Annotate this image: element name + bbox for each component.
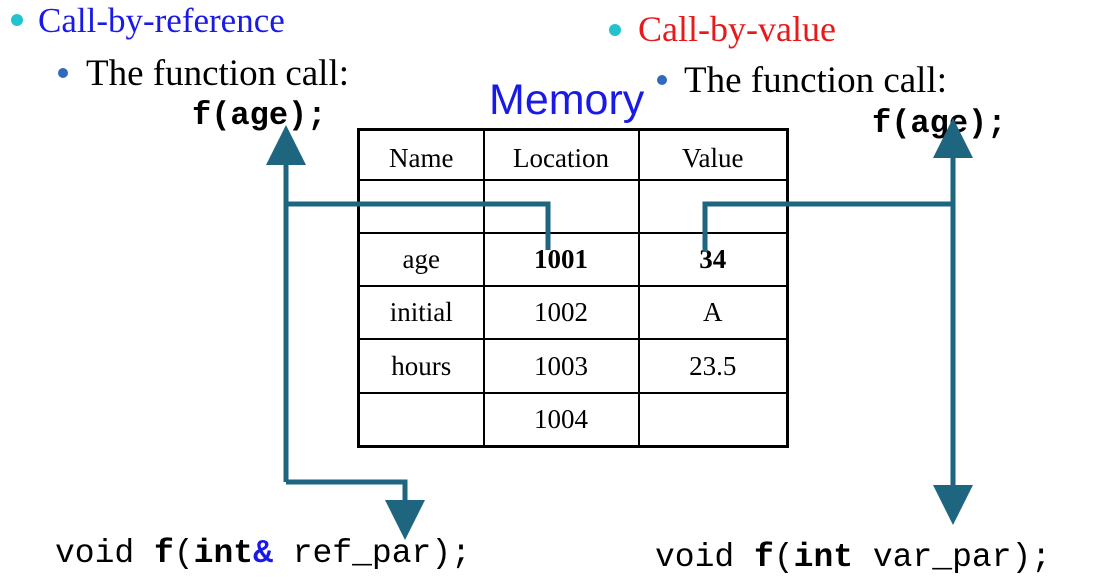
- level1-bullet-icon: [11, 14, 23, 26]
- header-name: Name: [357, 128, 485, 181]
- cell-value: [637, 391, 789, 448]
- decl-ampersand: &: [253, 535, 273, 572]
- call-by-reference-heading: Call-by-reference: [38, 1, 285, 40]
- table-row: 1004: [357, 391, 789, 448]
- decl-parameter: var_par);: [853, 539, 1052, 576]
- value-connector-arrow: [702, 118, 973, 525]
- value-declaration: void f(int var_par);: [655, 539, 1051, 576]
- memory-table: Name Location Value age 1001 34 initial …: [357, 128, 789, 448]
- decl-open-paren: (: [173, 535, 194, 572]
- decl-open-paren: (: [773, 539, 794, 576]
- reference-connector-arrow: [266, 125, 551, 540]
- memory-label: Memory: [489, 76, 645, 124]
- cell-value: 23.5: [637, 338, 789, 394]
- decl-type: int: [193, 535, 254, 572]
- cell-name: age: [357, 231, 485, 288]
- level2-bullet-icon: [58, 68, 68, 78]
- cell-location: 1003: [482, 338, 640, 394]
- decl-parameter: ref_par);: [272, 535, 471, 572]
- decl-type: int: [793, 539, 854, 576]
- level1-bullet-icon: [609, 24, 621, 36]
- cell-location: 1002: [482, 285, 640, 341]
- table-row: hours 1003 23.5: [357, 338, 789, 394]
- decl-function-name: f: [754, 539, 774, 576]
- cell-location: 1004: [482, 391, 640, 448]
- table-row: initial 1002 A: [357, 285, 789, 341]
- header-value: Value: [637, 128, 789, 181]
- call-by-value-heading: Call-by-value: [638, 9, 836, 49]
- level2-bullet-icon: [657, 75, 667, 85]
- cell-name: [357, 391, 485, 448]
- left-subbullet: The function call:: [86, 53, 350, 94]
- cell-name: hours: [357, 338, 485, 394]
- table-header-row: Name Location Value: [357, 128, 789, 181]
- cell-location: 1001: [482, 231, 640, 288]
- cell-name: initial: [357, 285, 485, 341]
- reference-declaration: void f(int& ref_par);: [55, 535, 471, 572]
- right-subbullet: The function call:: [684, 60, 948, 101]
- decl-keyword: void: [655, 539, 755, 576]
- decl-function-name: f: [154, 535, 174, 572]
- cell-value: 34: [637, 231, 789, 288]
- decl-keyword: void: [55, 535, 155, 572]
- table-row: age 1001 34: [357, 231, 789, 288]
- header-location: Location: [482, 128, 640, 181]
- cell-value: A: [637, 285, 789, 341]
